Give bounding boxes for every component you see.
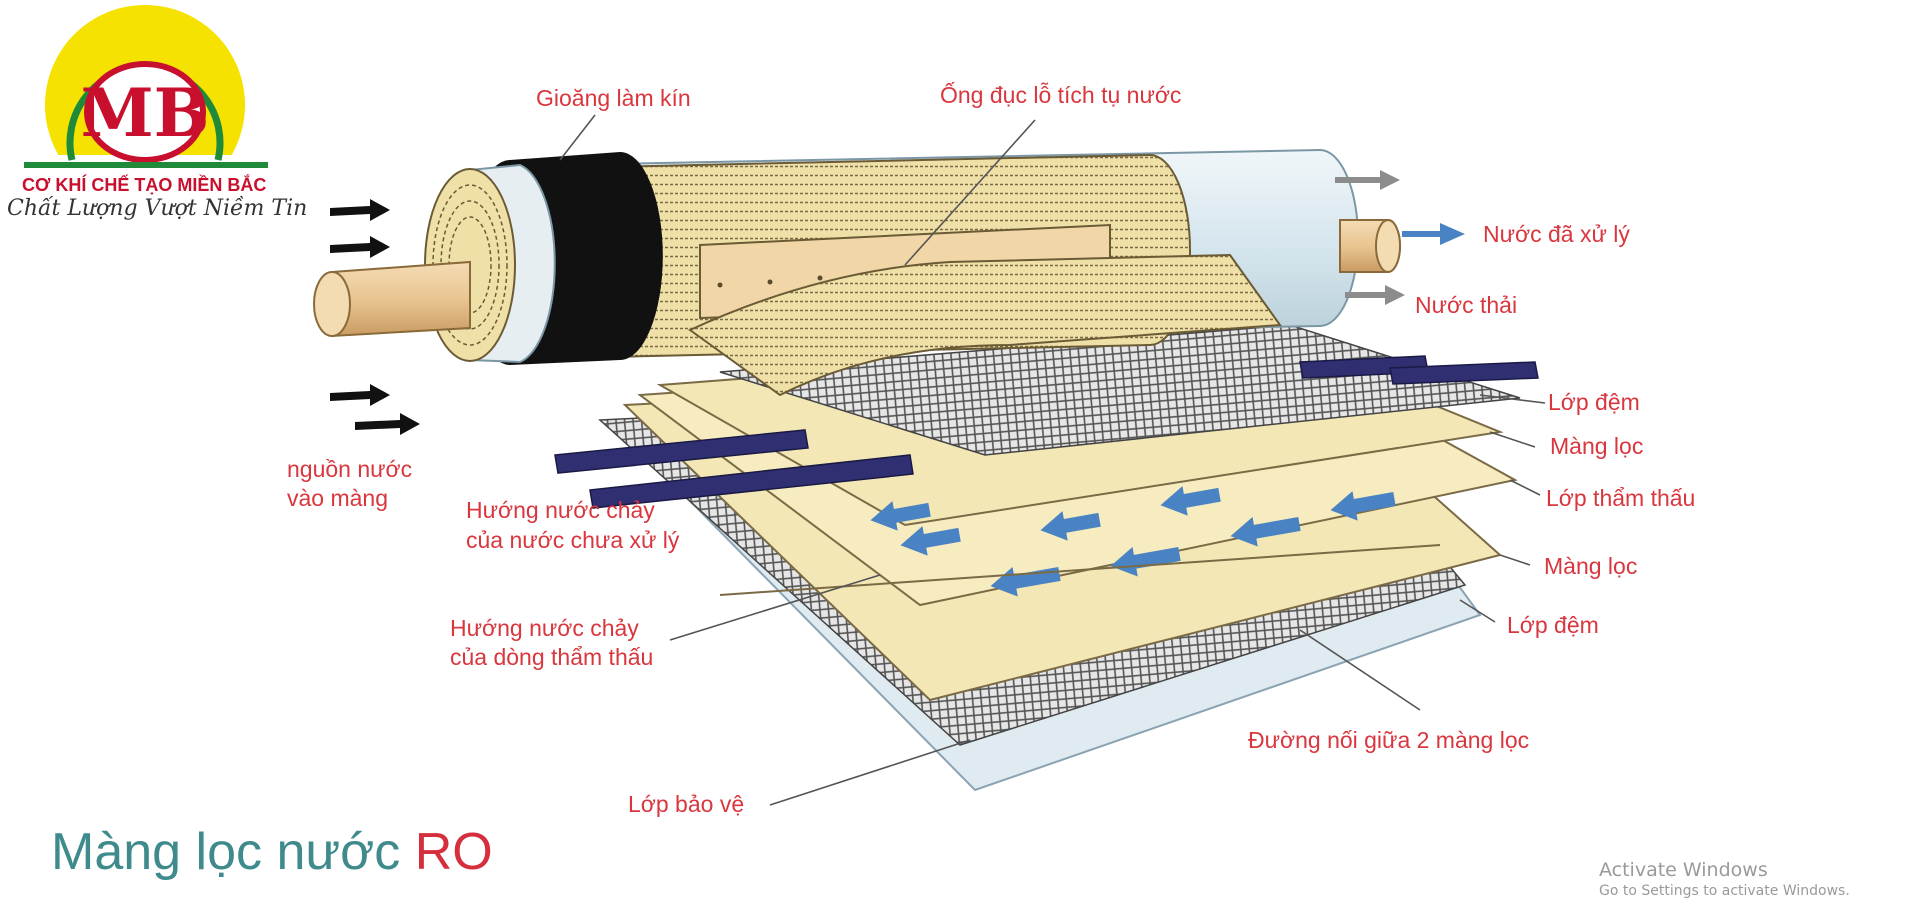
gear-icon — [20, 5, 270, 215]
title-accent: RO — [414, 823, 493, 881]
label-feed-flow-line1: Hướng nước chảy — [466, 497, 655, 523]
treated-water-arrow — [1402, 223, 1465, 245]
label-gasket: Gioăng làm kín — [536, 85, 691, 111]
label-waste-water: Nước thải — [1415, 292, 1517, 318]
title-main: Màng lọc nước — [51, 823, 401, 881]
label-spacer-bottom: Lớp đệm — [1507, 612, 1599, 638]
label-collector-tube: Ống đục lỗ tích tụ nước — [940, 81, 1181, 108]
peeled-membrane-leaf — [688, 253, 1282, 397]
watermark-line2: Go to Settings to activate Windows. — [1599, 883, 1850, 899]
label-glue-line: Đường nối giữa 2 màng lọc — [1248, 727, 1529, 753]
label-feed-flow-line2: của nước chưa xử lý — [466, 527, 680, 553]
logo-initials: MB — [81, 74, 210, 152]
label-membrane-top: Màng lọc — [1550, 433, 1643, 459]
label-permeate-flow-line2: của dòng thẩm thấu — [450, 644, 653, 670]
label-protective-layer: Lớp bảo vệ — [628, 791, 744, 817]
label-permeate-flow-line1: Hướng nước chảy — [450, 615, 639, 641]
feed-flow-tubes — [554, 355, 1539, 509]
label-spacer-top: Lớp đệm — [1548, 389, 1640, 415]
leader-lines — [559, 114, 1546, 806]
label-feed-line2: vào màng — [287, 485, 388, 511]
brand-slogan: Chất Lượng Vượt Niềm Tin — [7, 196, 308, 221]
permeate-tube-end — [331, 260, 471, 338]
label-permeate-layer: Lớp thẩm thấu — [1546, 485, 1695, 511]
label-feed-line1: nguồn nước — [287, 456, 412, 482]
windows-activation-watermark: Activate Windows Go to Settings to activ… — [1599, 858, 1850, 900]
brand-name: CƠ KHÍ CHẾ TẠO MIỀN BẮC — [22, 175, 267, 195]
outlet-grey-arrows — [1335, 170, 1405, 305]
watermark-line1: Activate Windows — [1599, 859, 1768, 881]
diagram-title: Màng lọc nước RO — [51, 822, 493, 882]
feed-inlet-arrows — [330, 199, 420, 435]
label-treated-water: Nước đã xử lý — [1483, 221, 1630, 247]
brand-logo: MB — [20, 5, 270, 215]
label-membrane-bottom: Màng lọc — [1544, 553, 1637, 579]
